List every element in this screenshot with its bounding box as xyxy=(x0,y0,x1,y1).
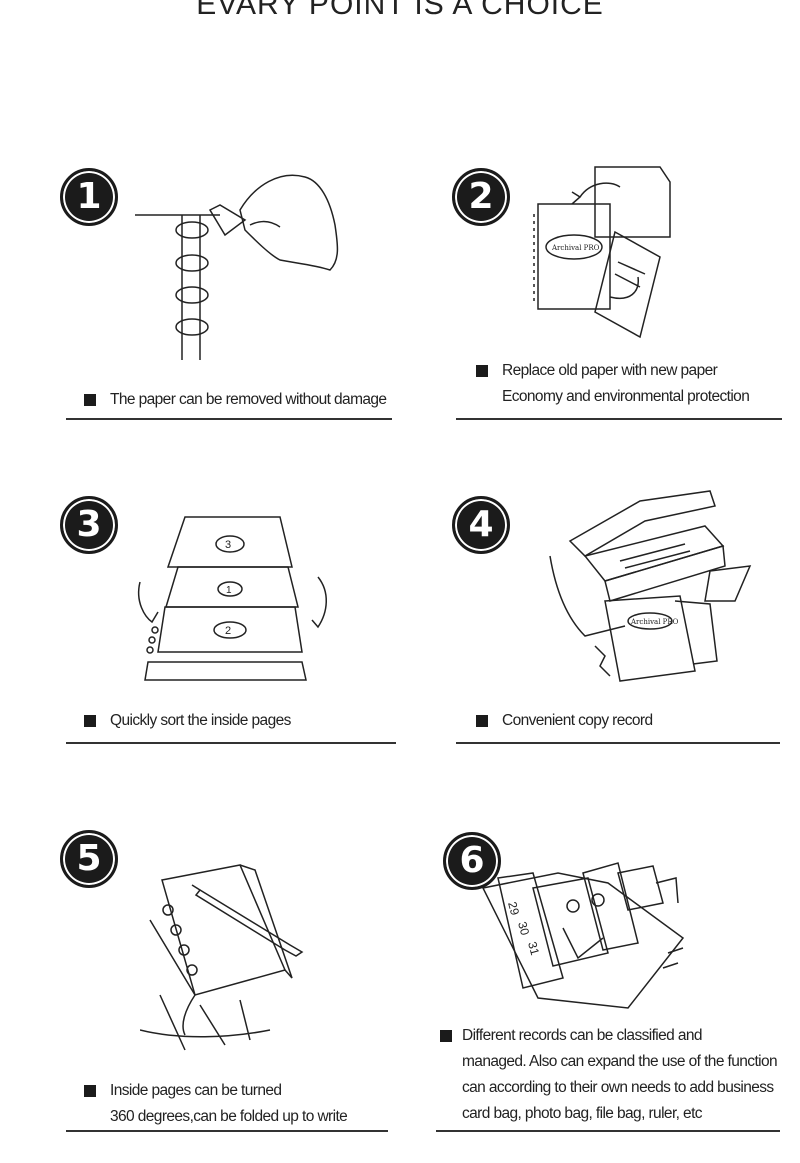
brand-label: Archival PRO xyxy=(630,618,679,626)
date-label: 29 xyxy=(505,900,522,917)
classify-records-illustration: 29 30 31 xyxy=(478,858,690,1014)
caption-4: Convenient copy record xyxy=(476,708,653,734)
step-number-1: 1 xyxy=(60,168,118,226)
step-number-3: 3 xyxy=(60,496,118,554)
page-label: 2 xyxy=(225,625,231,637)
divider xyxy=(456,742,780,744)
caption-line: card bag, photo bag, file bag, ruler, et… xyxy=(462,1105,703,1122)
caption-line: The paper can be removed without damage xyxy=(110,391,387,408)
caption-line: Replace old paper with new paper xyxy=(502,362,718,379)
caption-line: Economy and environmental protection xyxy=(502,388,750,405)
caption-line: Inside pages can be turned xyxy=(110,1082,282,1099)
rotate-pages-illustration xyxy=(140,860,310,1060)
page-label: 3 xyxy=(225,539,231,551)
page-title: EVARY POINT IS A CHOICE xyxy=(196,0,604,21)
bullet-square xyxy=(84,715,96,727)
bullet-square xyxy=(476,365,488,377)
caption-5: Inside pages can be turned 360 degrees,c… xyxy=(84,1078,348,1130)
divider xyxy=(66,1130,388,1132)
caption-2: Replace old paper with new paper Economy… xyxy=(476,358,750,410)
brand-label: Archival PRO xyxy=(551,244,600,252)
caption-1: The paper can be removed without damage xyxy=(84,387,387,413)
bullet-square xyxy=(440,1030,452,1042)
caption-line: Convenient copy record xyxy=(502,712,653,729)
caption-line: can according to their own needs to add … xyxy=(462,1079,774,1096)
page-label: 1 xyxy=(226,585,232,596)
caption-line: Different records can be classified and xyxy=(462,1027,703,1044)
step-number-4: 4 xyxy=(452,496,510,554)
bullet-square xyxy=(84,1085,96,1097)
sort-pages-illustration: 3 1 2 xyxy=(130,512,340,690)
divider xyxy=(66,742,396,744)
ring-binder-illustration xyxy=(130,165,360,365)
step-number-2: 2 xyxy=(452,168,510,226)
caption-6: Different records can be classified and … xyxy=(440,1023,778,1127)
divider xyxy=(456,418,782,420)
caption-3: Quickly sort the inside pages xyxy=(84,708,291,734)
divider xyxy=(436,1130,780,1132)
replace-paper-illustration: Archival PRO xyxy=(520,162,680,342)
caption-line: 360 degrees,can be folded up to write xyxy=(110,1108,348,1125)
caption-line: Quickly sort the inside pages xyxy=(110,712,291,729)
divider xyxy=(66,418,392,420)
step-number-5: 5 xyxy=(60,830,118,888)
date-label: 31 xyxy=(525,940,542,957)
copy-machine-illustration: Archival PRO xyxy=(545,486,760,691)
bullet-square xyxy=(476,715,488,727)
step-number-6: 6 xyxy=(443,832,501,890)
bullet-square xyxy=(84,394,96,406)
caption-line: managed. Also can expand the use of the … xyxy=(462,1053,778,1070)
date-label: 30 xyxy=(515,920,532,937)
